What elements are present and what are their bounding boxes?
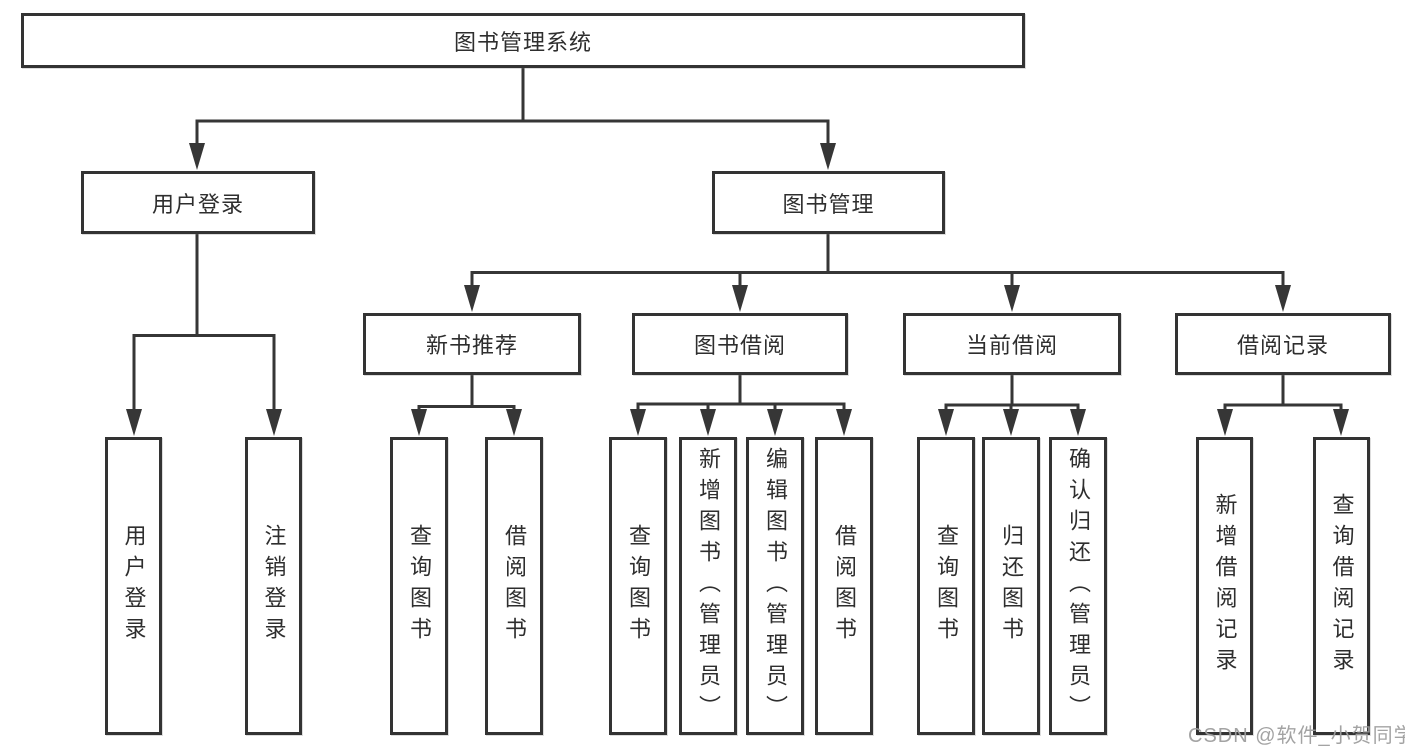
node-user-login-label: 用户登录 [151, 191, 244, 217]
node-new-book-recommendation-label: 新书推荐 [425, 333, 518, 358]
leaf-recommend-query-books: 查询图书 [390, 437, 448, 735]
leaf-recommend-query-books-label: 查询图书 [407, 524, 432, 648]
leaf-logout: 注销登录 [245, 437, 302, 735]
leaf-current-query-books: 查询图书 [917, 437, 975, 735]
leaf-query-borrow-record-label: 查询借阅记录 [1329, 493, 1355, 679]
leaf-add-borrow-record-label: 新增借阅记录 [1212, 493, 1238, 679]
csdn-watermark: CSDN @软件_小贺同学 [1188, 725, 1405, 747]
leaf-user-login: 用户登录 [105, 437, 162, 735]
node-user-login: 用户登录 [81, 171, 315, 234]
node-library-management-system-label: 图书管理系统 [453, 29, 592, 55]
node-book-borrowing: 图书借阅 [632, 313, 848, 375]
leaf-recommend-borrow-books: 借阅图书 [485, 437, 543, 735]
leaf-current-query-books-label: 查询图书 [934, 524, 959, 648]
leaf-add-book-admin-label: 新增图书（管理员） [696, 446, 721, 726]
leaf-edit-book-admin: 编辑图书（管理员） [746, 437, 804, 735]
leaf-edit-book-admin-label: 编辑图书（管理员） [763, 446, 788, 726]
node-book-borrowing-label: 图书借阅 [693, 333, 786, 358]
leaf-query-borrow-record: 查询借阅记录 [1313, 437, 1370, 735]
node-new-book-recommendation: 新书推荐 [363, 313, 581, 375]
leaf-add-book-admin: 新增图书（管理员） [679, 437, 737, 735]
leaf-borrowing-query-books-label: 查询图书 [626, 524, 651, 648]
leaf-user-login-label: 用户登录 [121, 524, 147, 648]
leaf-return-book: 归还图书 [982, 437, 1040, 735]
leaf-logout-label: 注销登录 [261, 524, 287, 648]
leaf-borrowing-borrow-books: 借阅图书 [815, 437, 873, 735]
node-book-management: 图书管理 [712, 171, 945, 234]
leaf-borrowing-borrow-books-label: 借阅图书 [832, 524, 857, 648]
leaf-borrowing-query-books: 查询图书 [609, 437, 667, 735]
node-book-management-label: 图书管理 [782, 191, 875, 217]
node-borrowing-records-label: 借阅记录 [1236, 333, 1329, 358]
leaf-return-book-label: 归还图书 [999, 524, 1024, 648]
leaf-recommend-borrow-books-label: 借阅图书 [502, 524, 527, 648]
node-current-borrowing-label: 当前借阅 [965, 333, 1058, 358]
node-current-borrowing: 当前借阅 [903, 313, 1121, 375]
node-borrowing-records: 借阅记录 [1175, 313, 1391, 375]
leaf-confirm-return-admin-label: 确认归还（管理员） [1066, 446, 1091, 726]
leaf-add-borrow-record: 新增借阅记录 [1196, 437, 1253, 735]
leaf-confirm-return-admin: 确认归还（管理员） [1049, 437, 1107, 735]
node-library-management-system: 图书管理系统 [21, 13, 1025, 68]
